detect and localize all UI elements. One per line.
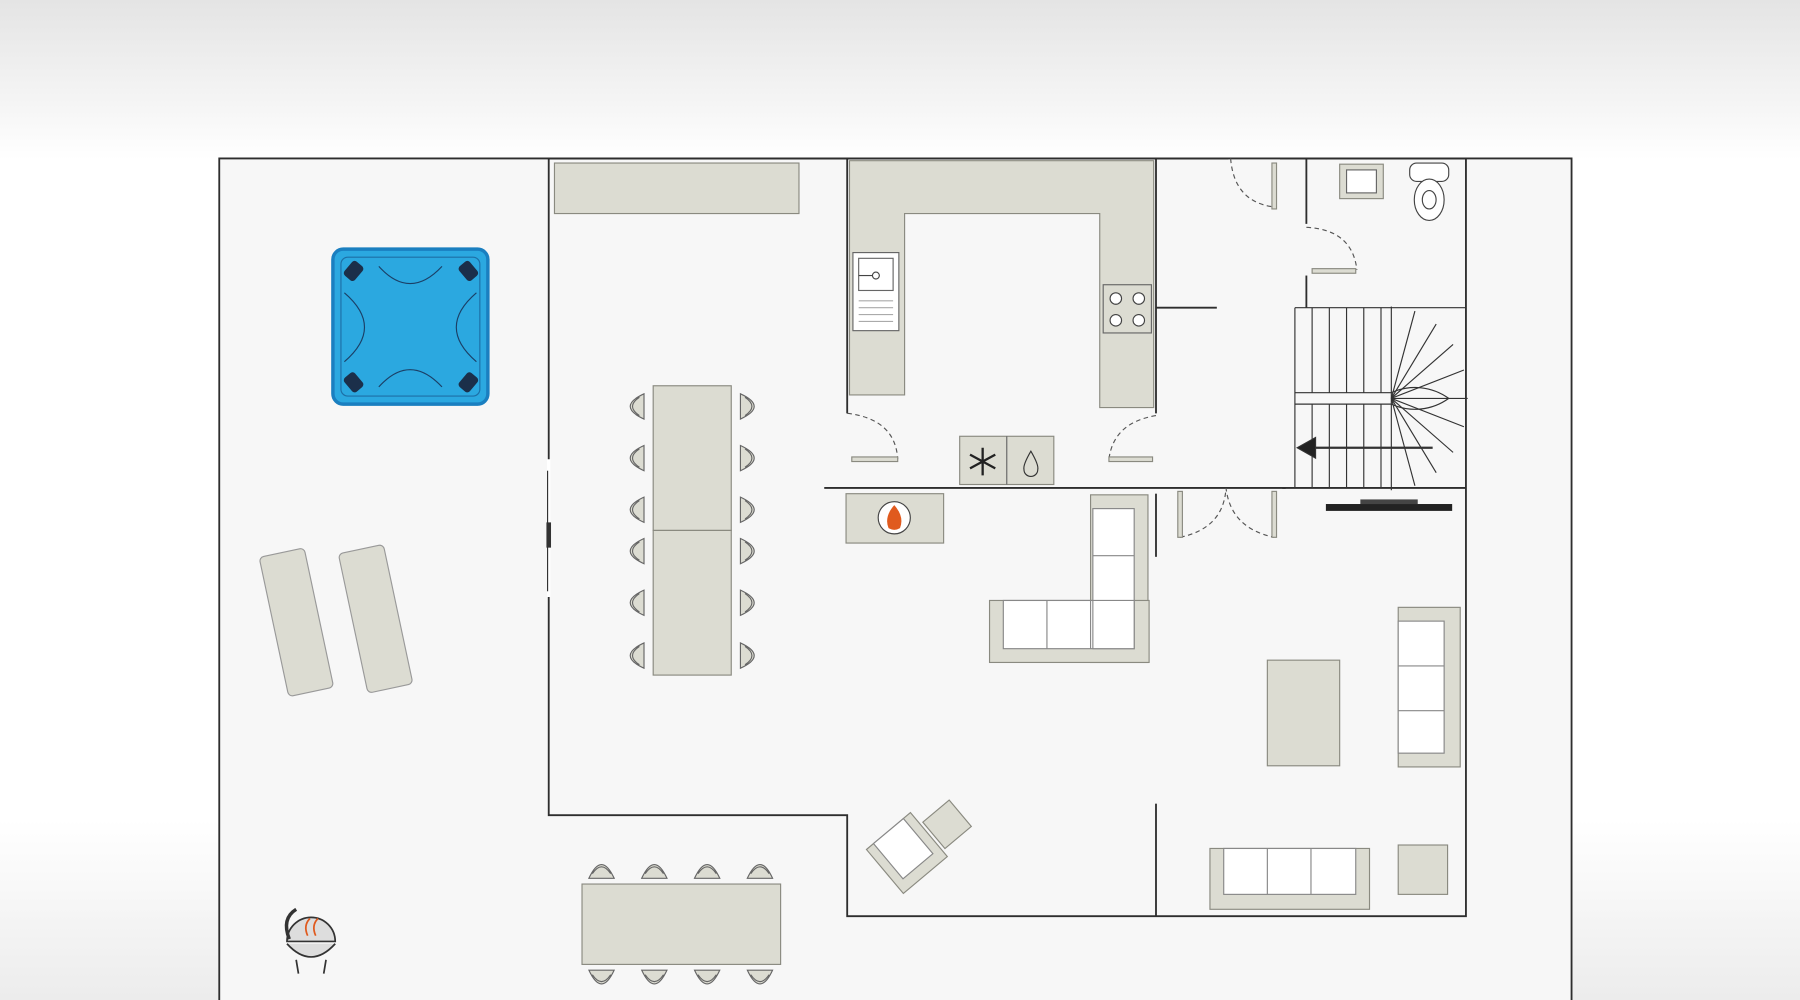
chair: [588, 863, 616, 879]
doors[interactable]: [847, 158, 1358, 538]
chair: [739, 444, 755, 472]
stair-step: [1390, 398, 1416, 486]
toilet-icon: [1409, 162, 1450, 222]
dining-chairs: [629, 392, 755, 670]
chair: [746, 863, 774, 879]
bbq-grill-icon: [284, 907, 337, 974]
chair: [739, 392, 755, 420]
chair: [629, 392, 645, 420]
dining-table: [652, 529, 732, 676]
stair-step: [1390, 398, 1437, 473]
side-table: [1397, 844, 1449, 895]
stair-step: [1390, 343, 1454, 399]
chair: [693, 863, 721, 879]
chair: [739, 496, 755, 524]
sofa-right: [1397, 606, 1461, 768]
ottoman: [921, 799, 973, 850]
coffee-table: [1266, 659, 1341, 767]
chair: [693, 969, 721, 985]
stair-step: [1390, 323, 1437, 399]
sofa-bottom: [1209, 847, 1371, 910]
sink-icon: [852, 252, 900, 332]
chair: [588, 969, 616, 985]
counter-dining: [553, 162, 800, 215]
interior-walls: [824, 158, 1466, 917]
chair: [629, 642, 645, 670]
chair: [640, 863, 668, 879]
chair: [739, 642, 755, 670]
dining-table: [652, 385, 732, 531]
fireplace-flame-icon: [845, 493, 945, 544]
staircase-icon[interactable]: [1294, 306, 1468, 491]
chair: [739, 537, 755, 565]
stair-step: [1391, 397, 1465, 428]
stove-icon: [1102, 284, 1152, 334]
chair: [629, 537, 645, 565]
fridge-snowflake-icon: [959, 435, 1055, 486]
kitchen-counter: [848, 160, 1155, 409]
chair: [629, 589, 645, 617]
stair-step: [1390, 310, 1416, 399]
stair-step: [1390, 397, 1454, 453]
outdoor-table: [581, 883, 782, 965]
tv-icon: [1325, 499, 1453, 511]
hot-tub-icon: [331, 247, 490, 406]
outdoor-chairs: [588, 863, 774, 985]
l-sofa: [988, 494, 1150, 664]
chair: [640, 969, 668, 985]
armchair: [865, 811, 949, 895]
bathroom-sink-icon: [1339, 163, 1384, 200]
chair: [746, 969, 774, 985]
chair: [739, 589, 755, 617]
chair: [629, 496, 645, 524]
sun-lounger-icon: [338, 544, 413, 693]
chair: [629, 444, 645, 472]
sun-lounger-icon: [259, 548, 334, 697]
stair-step: [1391, 369, 1465, 399]
door-handle: [546, 522, 552, 548]
water-drop-icon: [1023, 450, 1039, 478]
